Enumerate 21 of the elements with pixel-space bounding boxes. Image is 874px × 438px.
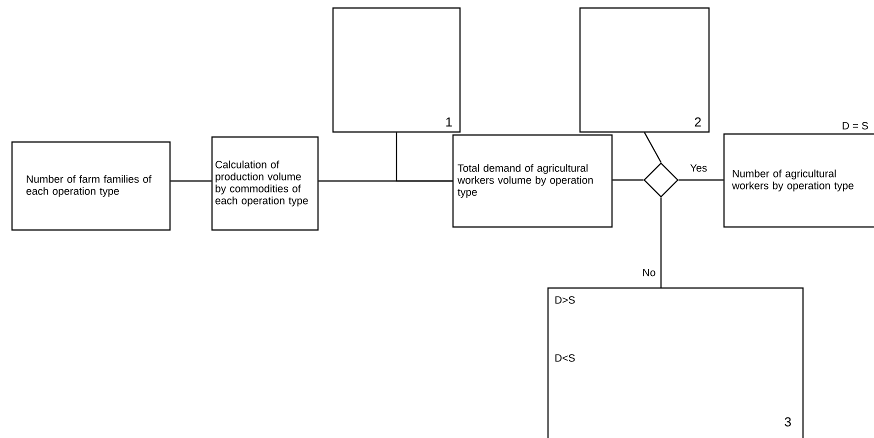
process-box: Number of agricultural workers by operation type (723, 133, 874, 228)
numbered-box (547, 287, 804, 438)
numbered-box (579, 7, 710, 133)
process-box: Total demand of agricultural workers volume by operation type (452, 134, 613, 228)
connector-line (170, 180, 212, 182)
process-box: Number of farm families of each operation type (11, 141, 171, 231)
numbered-box (332, 7, 461, 133)
condition-label: D = S (842, 122, 868, 130)
box-number: 1 (446, 118, 452, 126)
connector-line (678, 179, 724, 181)
connector-line (644, 132, 662, 163)
edge-label: Yes (690, 164, 707, 172)
box-number: 3 (784, 417, 791, 426)
condition-label: D<S (555, 354, 575, 362)
connector-line (612, 179, 644, 181)
connector-line (660, 198, 662, 288)
box-number: 2 (694, 117, 701, 126)
edge-label: No (643, 268, 656, 276)
process-box: Calculation of production volume by commodities of each operation type (211, 136, 319, 231)
connector-line (396, 132, 452, 182)
condition-label: D>S (555, 296, 575, 304)
